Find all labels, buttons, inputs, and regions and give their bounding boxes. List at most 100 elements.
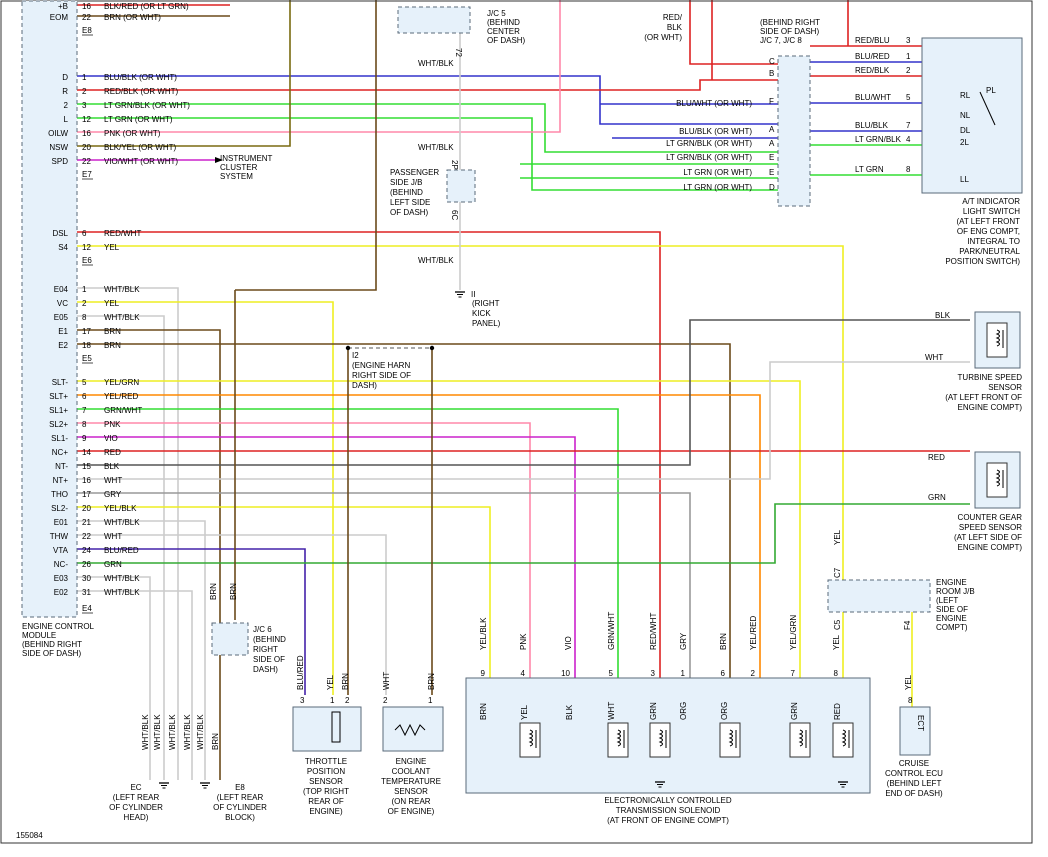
ecm-pin-num: 22: [82, 13, 91, 22]
ecm-pin-num: 12: [82, 243, 91, 252]
jc-wire-label: BLU/BLK (OR WHT): [679, 127, 752, 136]
ecm-wire-label: GRN: [104, 560, 122, 569]
red-blk-label: (OR WHT): [644, 33, 682, 42]
ecm-pin-name: 2: [64, 101, 69, 110]
ecm-pin-num: 12: [82, 115, 91, 124]
switch-wire-label: RED/BLU: [855, 36, 890, 45]
solenoid-inner-wire: GRN: [790, 702, 799, 720]
ecm-pin-name: E01: [54, 518, 69, 527]
solenoid-pin: 5: [609, 669, 614, 678]
cruise-label: END OF DASH): [885, 789, 943, 798]
ecm-pin-num: 5: [82, 378, 87, 387]
turbine-label: TURBINE SPEED: [958, 373, 1023, 382]
arrow-icon: [215, 157, 223, 163]
throttle-label: (TOP RIGHT: [303, 787, 349, 796]
ecm-pin-name: R: [62, 87, 68, 96]
cruise-pin: 8: [908, 696, 913, 705]
cruise-wire: YEL: [904, 674, 913, 690]
ground-e8-label: BLOCK): [225, 813, 255, 822]
engine-jb-box: [827, 579, 931, 613]
wire-sl2-plus: [77, 422, 531, 678]
ecm-wire-label: PNK: [104, 420, 121, 429]
ecm-pin-name: THO: [51, 490, 68, 499]
solenoid-coil-icon: [728, 729, 733, 747]
switch-pin: 8: [906, 165, 911, 174]
instrument-label: CLUSTER: [220, 163, 258, 172]
i2-dot: [345, 345, 351, 351]
ecm-wire-label: BLU/RED: [104, 546, 139, 555]
switch-wire-label: BLU/WHT: [855, 93, 891, 102]
ecm-pin-num: 16: [82, 476, 91, 485]
ground-wire-label: WHT/BLK: [196, 714, 205, 750]
jc5-label: (BEHIND: [487, 18, 520, 27]
jc6-wire2: BRN: [229, 583, 238, 600]
jc-wire-label: LT GRN/BLK (OR WHT): [666, 153, 752, 162]
cruise-ecu-box: [899, 706, 931, 756]
coolant-label: (ON REAR: [391, 797, 430, 806]
indicator-switch-box: [921, 37, 1023, 194]
switch-pin: 1: [906, 52, 911, 61]
ecm-wire-label: WHT/BLK: [104, 518, 140, 527]
coolant-pin: 1: [428, 696, 433, 705]
passenger-jb-box: [446, 169, 476, 203]
ecm-wire-label: WHT: [104, 532, 122, 541]
switch-blade: [979, 91, 996, 126]
turbine-label: SENSOR: [988, 383, 1022, 392]
solenoid-inner-wire: RED: [833, 703, 842, 720]
turbine-coil-icon: [986, 322, 1008, 358]
ground-ec-label: EC: [130, 783, 141, 792]
wire-sl1-minus: [77, 436, 576, 678]
switch-contact: DL: [960, 126, 971, 135]
ecm-pin-num: 24: [82, 546, 91, 555]
wire-nsw: [77, 0, 291, 147]
switch-pin: 3: [906, 36, 911, 45]
ecm-pin-name: SL2+: [49, 420, 68, 429]
counter-coil-icon: [995, 469, 1000, 487]
ecm-pin-num: 2: [82, 87, 87, 96]
coolant-wire: WHT: [382, 672, 391, 690]
solenoid-inner-wire: GRN: [649, 702, 658, 720]
i2-dot2: [429, 345, 435, 351]
solenoid-pin: 2: [751, 669, 756, 678]
ground-wire-label: WHT/BLK: [168, 714, 177, 750]
ecm-pin-name: NT+: [53, 476, 69, 485]
switch-contact: RL: [960, 91, 971, 100]
ecm-pin-name: E1: [58, 327, 68, 336]
ecm-pin-num: 17: [82, 490, 91, 499]
indicator-label: LIGHT SWITCH: [963, 207, 1020, 216]
counter-wire-red: RED: [928, 453, 945, 462]
wire-nc-minus: [77, 503, 970, 564]
pass-pin-top: 2P: [450, 160, 459, 170]
ecm-pin-name: E05: [54, 313, 69, 322]
solenoid-coil-icon: [607, 722, 629, 758]
ecm-wire-label: YEL/RED: [104, 392, 138, 401]
engine-jb-yel: YEL: [833, 529, 842, 545]
ecm-pin-name: SL1-: [51, 434, 68, 443]
ecm-pin-num: 16: [82, 129, 91, 138]
ecm-pin-name: +B: [58, 2, 68, 11]
throttle-label: REAR OF: [308, 797, 344, 806]
jc6-wire: BRN: [209, 583, 218, 600]
ecm-pin-name: SL1+: [49, 406, 68, 415]
wire-brn-up: [235, 0, 377, 291]
solenoid-coil-icon: [528, 729, 533, 747]
wire-r: [77, 79, 780, 91]
ground-wire-label: BRN: [211, 733, 220, 750]
engine-jb-c7: C7: [833, 567, 842, 578]
jc-pin: F: [769, 97, 774, 106]
turbine-label: ENGINE COMPT): [958, 403, 1023, 412]
ecm-pin-name: E04: [54, 285, 69, 294]
wire-d: [77, 75, 780, 125]
switch-pin: 2: [906, 66, 911, 75]
ecm-pin-num: 17: [82, 327, 91, 336]
ecm-wire-label: BLK: [104, 462, 120, 471]
solenoid-wire: RED/WHT: [649, 613, 658, 650]
counter-label: COUNTER GEAR: [958, 513, 1023, 522]
throttle-label: POSITION: [307, 767, 345, 776]
ecm-pin-num: 1: [82, 285, 87, 294]
wire-tho: [77, 492, 691, 678]
coolant-label: TEMPERATURE: [381, 777, 441, 786]
counter-label: (AT LEFT SIDE OF: [954, 533, 1022, 542]
jc5-label: OF DASH): [487, 36, 526, 45]
ecm-wire-label: YEL: [104, 299, 120, 308]
